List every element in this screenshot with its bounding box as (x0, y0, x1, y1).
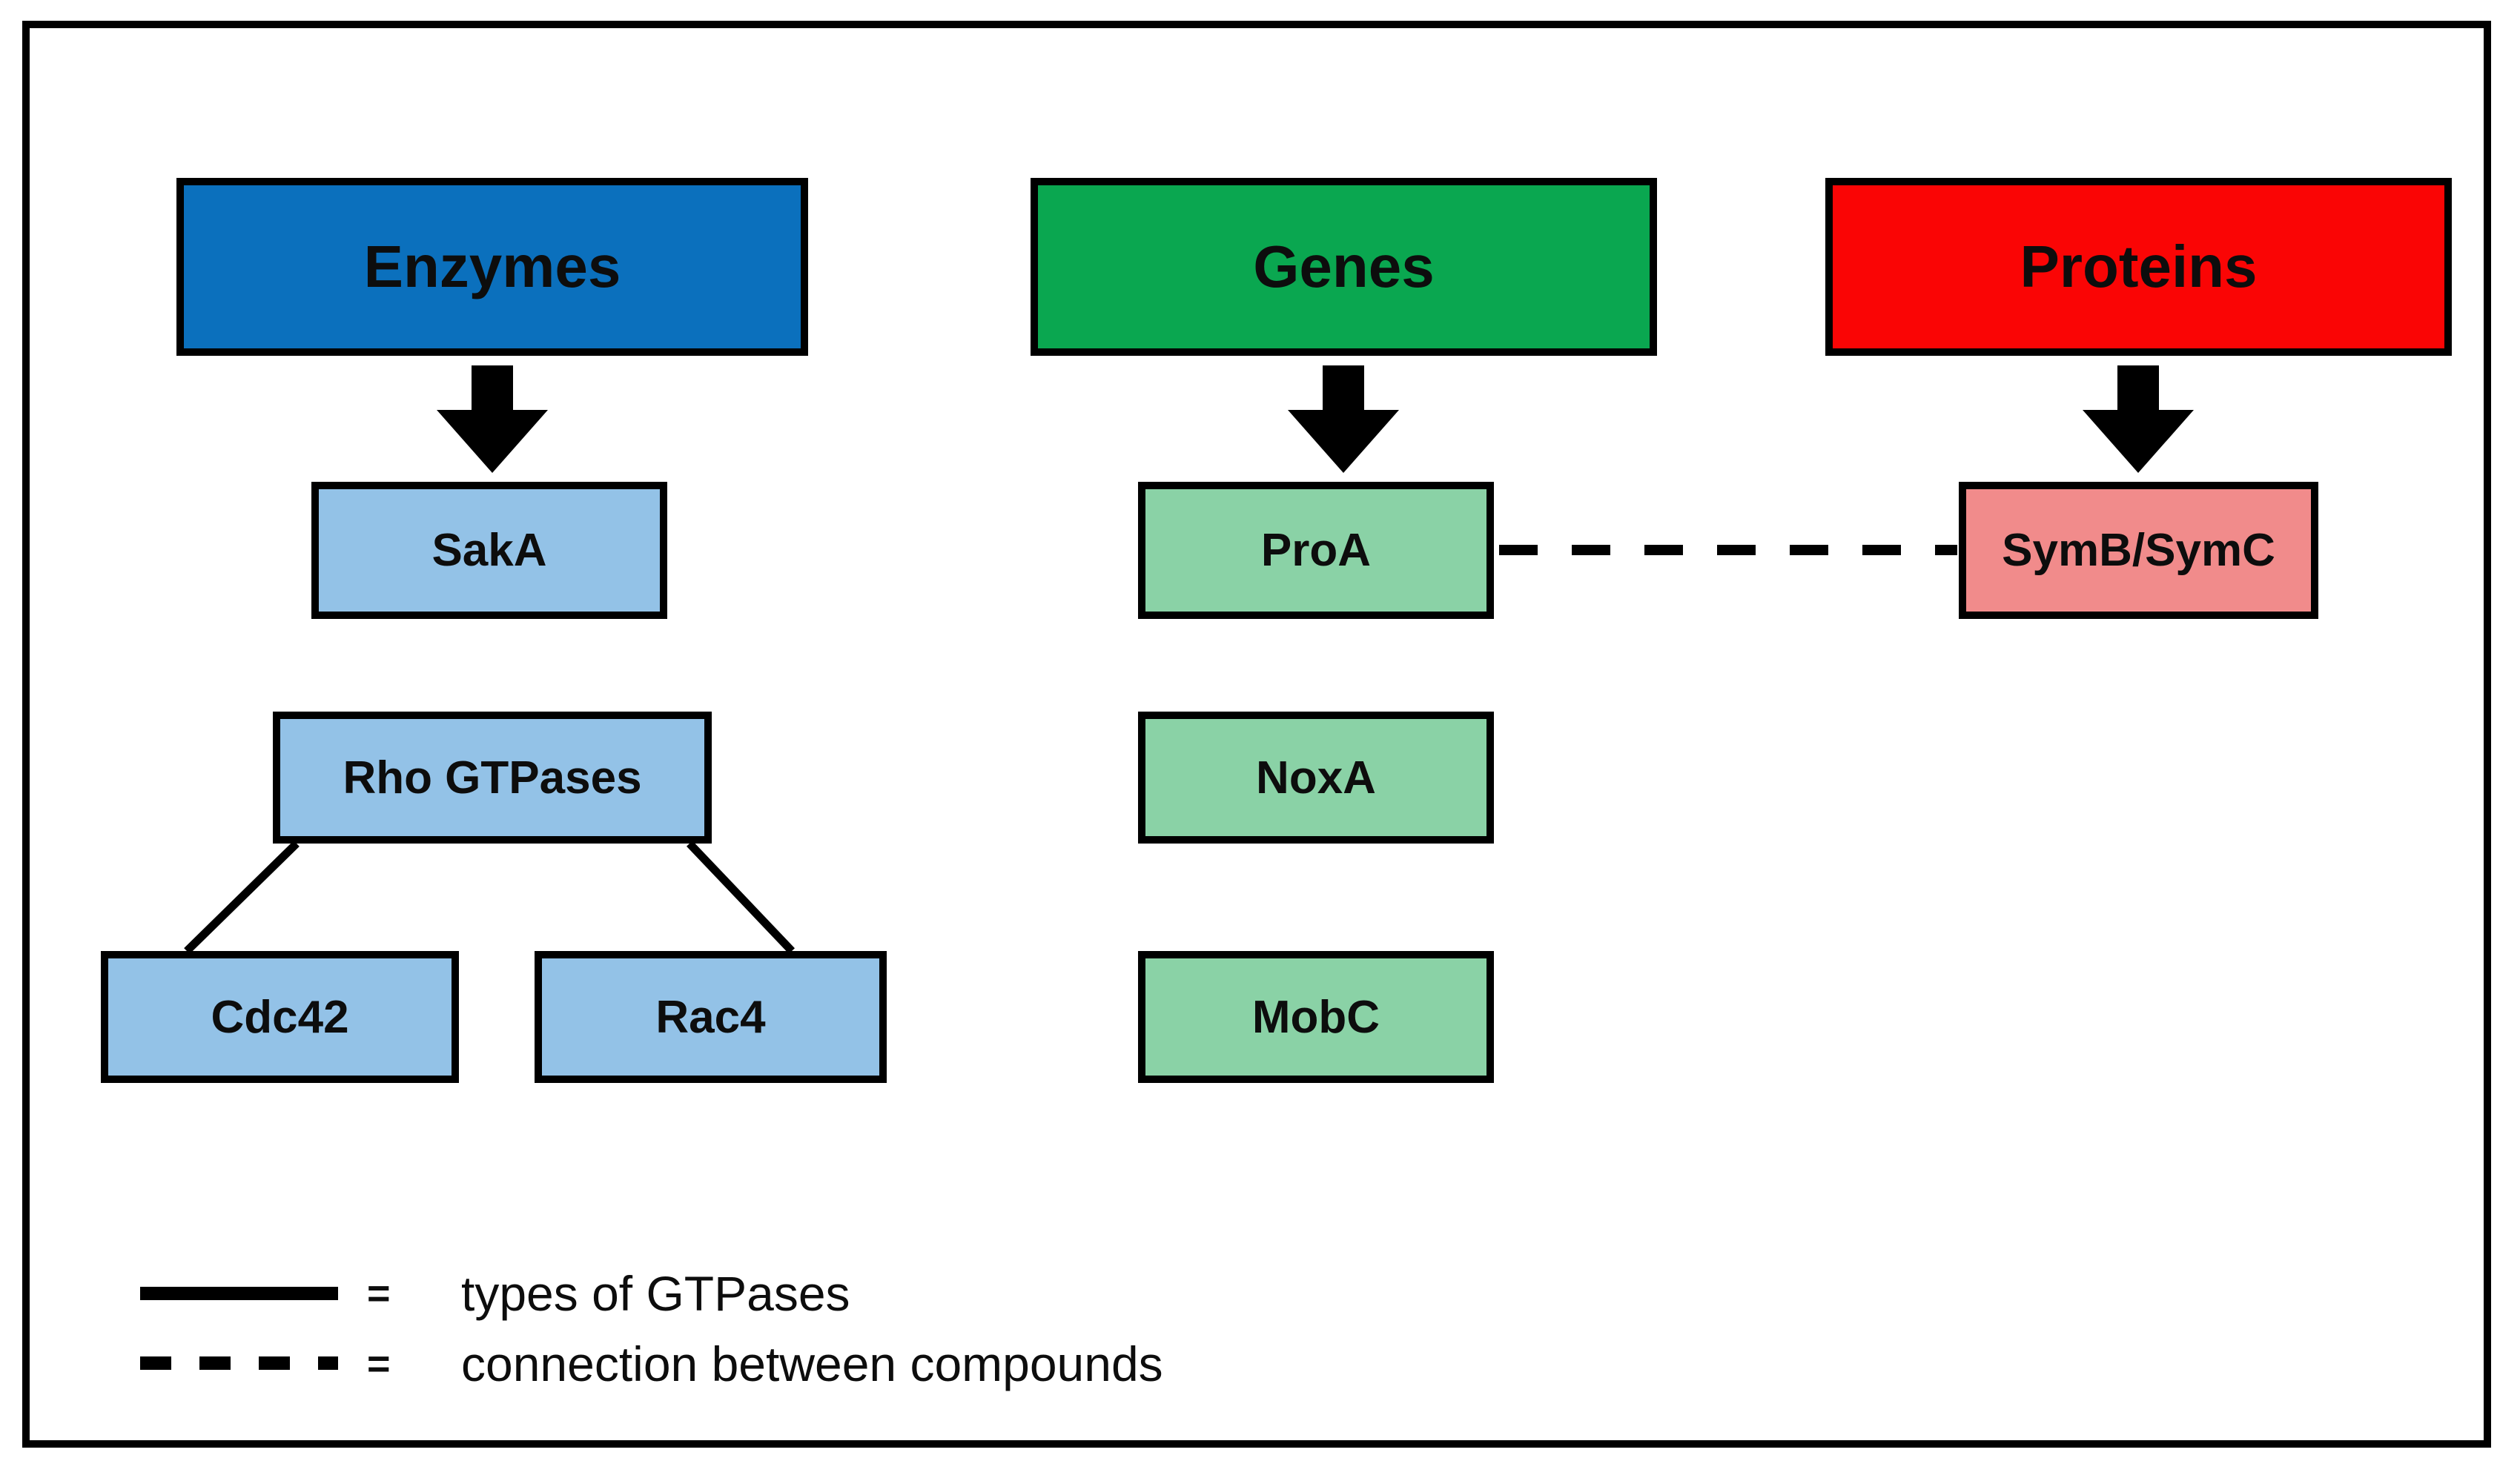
category-box-genes: Genes (1031, 178, 1657, 356)
legend-dashed-line-sample (140, 1356, 338, 1370)
legend-label-solid: types of GTPases (461, 1266, 850, 1321)
legend-solid-line-sample (140, 1287, 338, 1300)
outer-border-frame (22, 21, 2491, 1448)
legend-label-dashed: connection between compounds (461, 1336, 1163, 1391)
node-cdc42: Cdc42 (101, 951, 459, 1083)
node-rho-gtpases: Rho GTPases (273, 712, 712, 844)
legend-equals-sign: = (367, 1271, 391, 1316)
arrow-down-icon (1288, 365, 1399, 473)
legend-equals-sign: = (367, 1342, 391, 1386)
category-box-enzymes: Enzymes (176, 178, 808, 356)
arrow-down-icon (437, 365, 548, 473)
node-noxa: NoxA (1138, 712, 1494, 844)
arrow-down-icon (2083, 365, 2194, 473)
node-proa: ProA (1138, 482, 1494, 619)
node-rac4: Rac4 (535, 951, 887, 1083)
node-mobc: MobC (1138, 951, 1494, 1083)
node-saka: SakA (311, 482, 667, 619)
category-box-proteins: Proteins (1825, 178, 2452, 356)
node-symb-symc: SymB/SymC (1959, 482, 2318, 619)
